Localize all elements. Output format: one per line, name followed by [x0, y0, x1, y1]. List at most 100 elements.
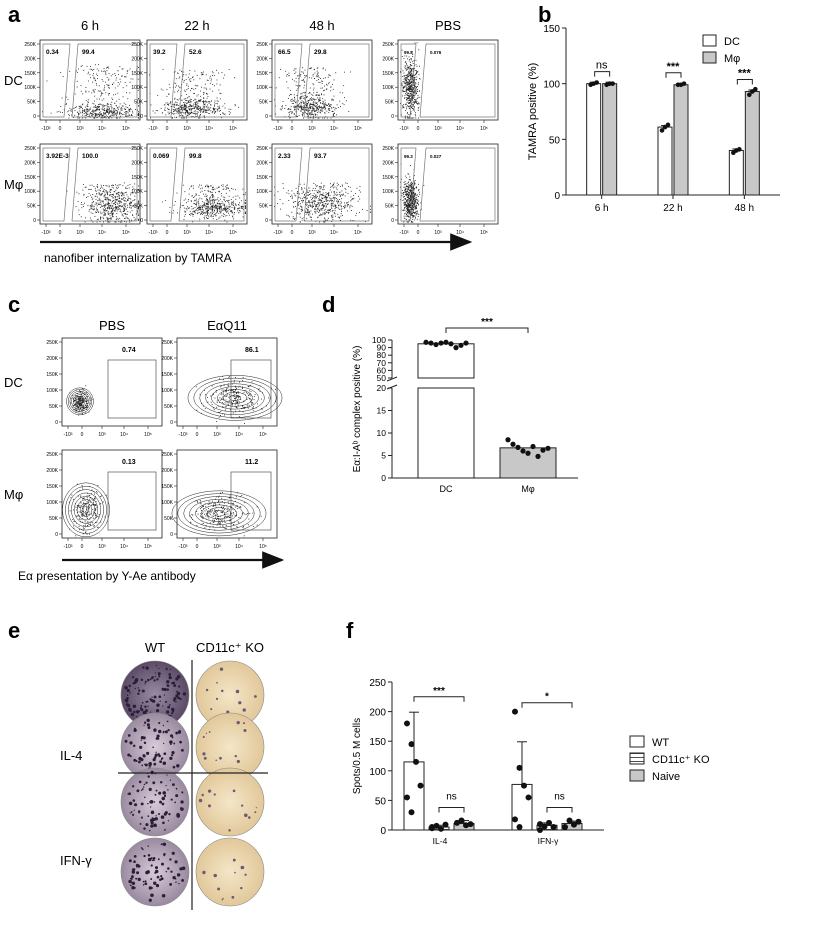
event-dot: [321, 195, 323, 196]
event-dot: [102, 93, 104, 95]
event-dot: [324, 200, 326, 202]
event-dot: [104, 199, 106, 201]
event-dot: [334, 107, 336, 109]
event-dot: [404, 91, 406, 93]
event-dot: [307, 194, 309, 196]
event-dot: [405, 75, 407, 76]
event-dot: [221, 201, 223, 203]
event-dot: [219, 211, 221, 213]
event-dot: [332, 115, 334, 117]
column-label: PBS: [435, 18, 461, 33]
event-dot: [413, 81, 415, 83]
event-dot: [108, 217, 110, 219]
event-dot: [100, 187, 101, 189]
event-dot: [317, 216, 319, 218]
event-dot: [205, 208, 207, 210]
event-dot: [410, 78, 412, 80]
event-dot: [86, 403, 88, 404]
event-dot: [334, 193, 336, 195]
event-dot: [209, 88, 211, 90]
event-dot: [203, 193, 205, 195]
event-dot: [97, 211, 99, 212]
event-dot: [97, 106, 99, 108]
event-dot: [406, 58, 408, 60]
event-dot: [80, 395, 82, 397]
event-dot: [125, 221, 127, 223]
event-dot: [123, 210, 125, 212]
event-dot: [281, 107, 283, 109]
event-dot: [217, 211, 218, 213]
gate-right: [178, 147, 245, 222]
event-dot: [185, 74, 187, 76]
event-dot: [407, 188, 409, 190]
event-dot: [90, 208, 92, 210]
event-dot: [173, 113, 175, 115]
event-dot: [217, 206, 219, 208]
event-dot: [96, 207, 98, 209]
event-dot: [416, 76, 418, 78]
event-dot: [112, 216, 114, 218]
event-dot: [193, 92, 195, 94]
event-dot: [210, 107, 212, 109]
event-dot: [418, 107, 420, 109]
event-dot: [114, 73, 116, 75]
event-dot: [134, 206, 136, 208]
event-dot: [122, 207, 124, 209]
event-dot: [216, 100, 218, 102]
event-dot: [95, 83, 97, 85]
event-dot: [417, 96, 419, 98]
event-dot: [406, 199, 408, 201]
event-dot: [118, 197, 120, 199]
event-dot: [107, 191, 109, 193]
event-dot: [290, 94, 292, 96]
event-dot: [94, 77, 96, 79]
event-dot: [277, 203, 278, 205]
event-dot: [312, 75, 314, 77]
event-dot: [289, 114, 290, 116]
event-dot: [330, 214, 332, 216]
event-dot: [407, 79, 409, 80]
event-dot: [77, 201, 79, 203]
event-dot: [408, 194, 410, 196]
event-dot: [119, 201, 121, 203]
event-dot: [75, 409, 77, 411]
event-dot: [203, 87, 205, 89]
event-dot: [313, 117, 315, 119]
event-dot: [168, 93, 170, 95]
event-dot: [300, 105, 302, 107]
event-dot: [216, 198, 218, 200]
event-dot: [83, 69, 85, 71]
event-dot: [323, 89, 325, 91]
event-dot: [407, 212, 409, 214]
event-dot: [206, 203, 208, 205]
event-dot: [313, 203, 315, 205]
event-dot: [163, 104, 165, 106]
event-dot: [196, 115, 198, 117]
event-dot: [192, 207, 194, 209]
event-dot: [313, 110, 315, 112]
event-dot: [301, 113, 303, 115]
event-dot: [194, 106, 196, 108]
event-dot: [317, 117, 319, 119]
event-dot: [303, 105, 305, 107]
event-dot: [95, 113, 97, 115]
event-dot: [82, 204, 84, 206]
event-dot: [70, 397, 72, 399]
event-dot: [215, 103, 217, 105]
event-dot: [313, 101, 315, 103]
event-dot: [203, 102, 204, 104]
event-dot: [408, 117, 410, 119]
event-dot: [205, 208, 207, 209]
event-dot: [116, 112, 118, 113]
event-dot: [214, 100, 216, 102]
event-dot: [112, 213, 114, 215]
event-dot: [417, 200, 419, 202]
event-dot: [78, 406, 80, 408]
event-dot: [407, 210, 409, 212]
event-dot: [116, 208, 118, 210]
event-dot: [347, 205, 349, 207]
event-dot: [319, 105, 320, 107]
event-dot: [335, 207, 337, 209]
event-dot: [413, 206, 414, 208]
event-dot: [405, 201, 407, 202]
